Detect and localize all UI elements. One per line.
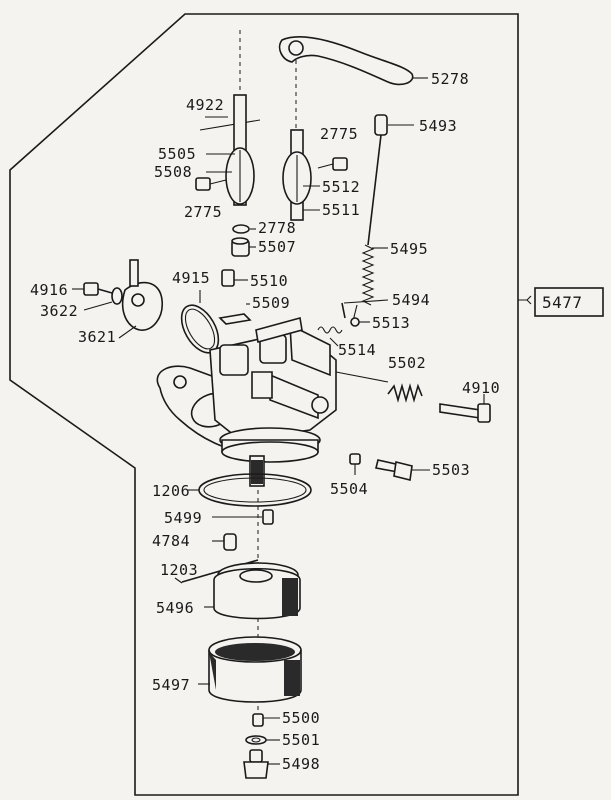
part-label-1206: 1206 <box>152 482 190 500</box>
assembly-label: 5477 <box>542 293 583 312</box>
screw-4916 <box>72 282 113 296</box>
plate-5509 <box>218 303 252 325</box>
bolt-5498 <box>243 749 280 779</box>
part-label-5496: 5496 <box>156 599 194 617</box>
jet-5499 <box>212 509 274 525</box>
seal-5507 <box>231 237 256 257</box>
float-bowl-5497 <box>198 636 302 703</box>
part-label-5497: 5497 <box>152 676 190 694</box>
screw-2775-right <box>317 157 348 171</box>
part-label-3622: 3622 <box>40 302 78 320</box>
pin-4922 <box>199 119 261 131</box>
float-5496 <box>204 562 301 620</box>
washer-2778 <box>232 224 256 234</box>
part-label-5510: 5510 <box>250 272 288 290</box>
part-label-1203: 1203 <box>160 561 198 579</box>
part-label-5278: 5278 <box>431 70 469 88</box>
part-label-5505: 5505 <box>158 145 196 163</box>
screw-5510 <box>221 269 248 287</box>
spring-5495 <box>351 244 388 326</box>
part-label-5493: 5493 <box>419 117 457 135</box>
part-label-5498: 5498 <box>282 755 320 773</box>
spring-5514 <box>317 326 343 347</box>
link-5494 <box>343 299 389 304</box>
part-label-5500: 5500 <box>282 709 320 727</box>
part-label-5495: 5495 <box>390 240 428 258</box>
screw-5503 <box>375 459 430 481</box>
assembly-boundary <box>9 13 519 796</box>
throttle-link-5493 <box>367 114 414 246</box>
screw-4910 <box>439 394 491 423</box>
part-label-5514: 5514 <box>338 341 376 359</box>
part-label-2778: 2778 <box>258 219 296 237</box>
part-label-5502: 5502 <box>388 354 426 372</box>
plug-5504 <box>349 453 361 475</box>
part-label-4922: 4922 <box>186 96 224 114</box>
choke-lever-3621 <box>118 259 163 339</box>
gasket-1206 <box>188 473 312 507</box>
part-label-4916: 4916 <box>30 281 68 299</box>
part-label-4915: 4915 <box>172 269 210 287</box>
part-label-3621: 3621 <box>78 328 116 346</box>
washer-5500 <box>252 713 280 727</box>
part-label-5504: 5504 <box>330 480 368 498</box>
part-label-2775-top: 2775 <box>320 125 358 143</box>
throttle-shaft-5512 <box>282 129 320 221</box>
part-label-5513: 5513 <box>372 314 410 332</box>
spring-5502 <box>335 371 423 403</box>
part-label-5507: 5507 <box>258 238 296 256</box>
part-label-5499: 5499 <box>164 509 202 527</box>
assembly-label-box: 5477 <box>518 287 604 317</box>
part-label-5501: 5501 <box>282 731 320 749</box>
part-label-5511: 5511 <box>322 201 360 219</box>
pin-5513 <box>350 317 370 327</box>
part-label-5512: 5512 <box>322 178 360 196</box>
part-label-5494: 5494 <box>392 291 430 309</box>
part-label-5509: 5509 <box>252 294 290 312</box>
part-label-5503: 5503 <box>432 461 470 479</box>
screw-2775-left <box>195 177 227 191</box>
washer-3622 <box>83 287 123 311</box>
jet-4784 <box>212 533 237 551</box>
part-label-5508: 5508 <box>154 163 192 181</box>
carburetor-body <box>156 316 337 487</box>
part-label-2775-bottom: 2775 <box>184 203 222 221</box>
washer-5501 <box>245 735 280 745</box>
choke-shaft-5505 <box>206 94 255 206</box>
throttle-lever-5278 <box>278 35 428 86</box>
part-label-4910: 4910 <box>462 379 500 397</box>
part-label-4784: 4784 <box>152 532 190 550</box>
